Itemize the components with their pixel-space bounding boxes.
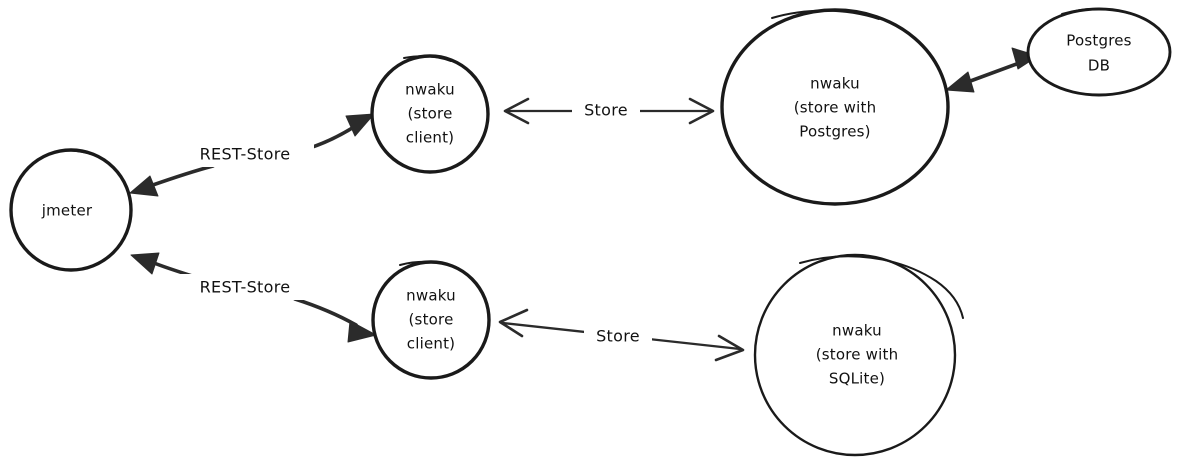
- node-nwaku-store-sqlite-shape[interactable]: [753, 253, 957, 457]
- node-nwaku-store-client-bottom-label-line1: nwaku: [406, 287, 456, 305]
- edge-rest-store-bottom: REST-Store: [130, 252, 377, 343]
- edge-rest-store-top-arrowhead-left: [129, 175, 159, 197]
- node-jmeter-sketch-overstroke: [57, 149, 106, 161]
- node-postgres-db-shape[interactable]: [1026, 7, 1172, 97]
- edge-store-bottom: Store: [498, 308, 745, 362]
- node-nwaku-store-client-bottom-label-line2: (store: [409, 311, 454, 329]
- node-nwaku-store-postgres-label-line3: Postgres): [799, 123, 870, 141]
- edge-store-top: Store: [503, 97, 715, 125]
- node-nwaku-store-client-top-label-line3: client): [406, 129, 454, 147]
- edge-store-bottom-arrowhead-right: [714, 334, 745, 362]
- node-postgres-db-sketch-overstroke: [1061, 7, 1133, 15]
- node-nwaku-store-client-bottom[interactable]: nwaku (store client): [371, 260, 491, 380]
- node-postgres-db-label-line1: Postgres: [1066, 32, 1131, 50]
- edge-store-top-arrowhead-left: [503, 97, 530, 125]
- node-nwaku-store-postgres-label-line2: (store with: [794, 99, 877, 117]
- edge-rest-store-bottom-arrowhead-right: [347, 320, 377, 343]
- edge-postgres-link: [945, 47, 1039, 93]
- edge-store-top-arrowhead-right: [688, 97, 715, 125]
- node-postgres-db[interactable]: Postgres DB: [1026, 7, 1172, 97]
- node-nwaku-store-client-top-sketch-overstroke: [403, 55, 452, 62]
- edge-store-top-label: Store: [584, 101, 628, 120]
- edge-rest-store-bottom-label: REST-Store: [200, 278, 291, 297]
- node-jmeter-label-line1: jmeter: [41, 202, 93, 220]
- edge-rest-store-bottom-arrowhead-left: [130, 252, 160, 275]
- edge-store-bottom-label: Store: [596, 327, 640, 346]
- edge-rest-store-top-line-left: [148, 164, 215, 188]
- edge-store-top-label-bg: [572, 98, 640, 123]
- edge-store-bottom-label-bg: [584, 324, 652, 349]
- node-jmeter[interactable]: jmeter: [9, 148, 133, 272]
- edge-rest-store-top-label: REST-Store: [200, 145, 291, 164]
- node-nwaku-store-postgres[interactable]: nwaku (store with Postgres): [720, 8, 950, 206]
- edge-rest-store-top-arrowhead-right: [345, 113, 375, 137]
- node-nwaku-store-postgres-label-line1: nwaku: [810, 75, 860, 93]
- node-nwaku-store-postgres-sketch-overstroke: [771, 9, 880, 20]
- node-nwaku-store-client-bottom-label-line3: client): [407, 335, 455, 353]
- edge-rest-store-bottom-label-bg: [178, 274, 314, 300]
- node-nwaku-store-client-top-label-line2: (store: [408, 105, 453, 123]
- edge-postgres-link-line: [963, 60, 1024, 85]
- edge-postgres-link-arrowhead-right: [1011, 47, 1039, 70]
- node-nwaku-store-client-bottom-sketch-overstroke: [399, 260, 457, 268]
- node-postgres-db-label-line2: DB: [1088, 57, 1110, 75]
- node-nwaku-store-sqlite-label-line2: (store with: [816, 346, 899, 364]
- node-nwaku-store-sqlite[interactable]: nwaku (store with SQLite): [753, 253, 964, 457]
- edge-rest-store-top: REST-Store: [129, 113, 375, 197]
- edge-rest-store-bottom-line-right: [293, 297, 358, 327]
- node-nwaku-store-sqlite-label-line3: SQLite): [829, 370, 885, 388]
- edge-rest-store-top-label-bg: [178, 141, 314, 167]
- node-nwaku-store-sqlite-sketch-overstroke: [799, 255, 964, 319]
- node-nwaku-store-client-top-label-line1: nwaku: [405, 81, 455, 99]
- edge-store-bottom-arrowhead-left: [498, 308, 529, 338]
- edge-postgres-link-arrowhead-left: [945, 71, 975, 93]
- node-nwaku-store-sqlite-label-line1: nwaku: [832, 322, 882, 340]
- node-nwaku-store-client-top[interactable]: nwaku (store client): [370, 54, 490, 174]
